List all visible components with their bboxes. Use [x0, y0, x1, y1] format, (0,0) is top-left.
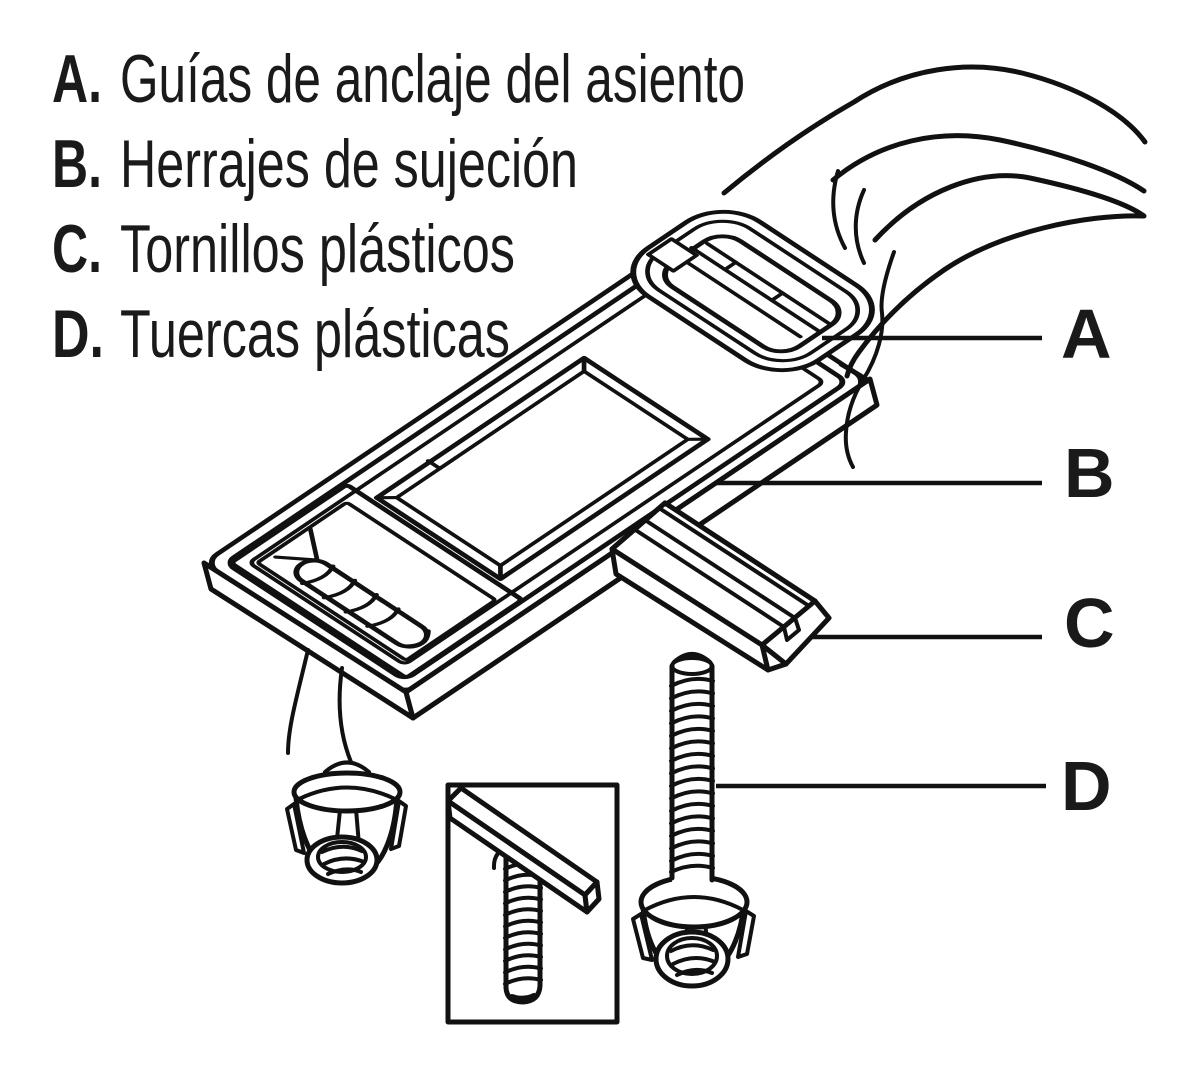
inset-detail-box	[445, 782, 620, 1025]
compartment-wall	[229, 483, 524, 679]
nut-right-flange	[638, 874, 750, 930]
callout-letter-a: A	[1061, 295, 1112, 373]
nut-left-flange-rim	[297, 785, 397, 801]
guide-rail-lines	[682, 242, 834, 339]
t-bolt	[445, 785, 602, 1005]
nut-right-bore-threads	[669, 943, 717, 977]
nut-left-dome	[323, 760, 371, 774]
legend-letter-a: A.	[52, 41, 102, 117]
legend-label-c: Tornillos plásticos	[120, 211, 515, 287]
plate-center-recess	[373, 355, 711, 581]
nut-right-wing-left	[631, 912, 654, 962]
nut-left-wing-right	[389, 799, 408, 851]
nut-right-wing-right	[736, 909, 756, 959]
legend-letter-b: B.	[52, 126, 102, 202]
guide-rail-tab	[645, 237, 699, 273]
callout-letter-d: D	[1061, 747, 1112, 825]
recess-floor	[394, 369, 691, 568]
hanging-bolt-line-left	[286, 648, 310, 755]
guide-rail-posts	[722, 260, 785, 302]
legend-letter-d: D.	[52, 296, 104, 372]
block-groove-lines	[632, 506, 811, 629]
tbolt-bar-end	[582, 879, 602, 915]
recess-depth-ticks	[374, 356, 711, 581]
nut-right-flange-rim	[643, 895, 745, 912]
seat-edge-mid	[830, 133, 1147, 194]
hanging-bolt-line-right	[337, 666, 353, 764]
seat-opening-edge	[844, 173, 1147, 379]
wing-nut-left	[285, 760, 408, 886]
seat-crease-3	[843, 250, 896, 469]
slide-block	[609, 500, 832, 673]
compartment-floor	[256, 501, 497, 661]
legend-label-b: Herrajes de sujeción	[120, 126, 578, 202]
nut-left-wing-left	[285, 802, 306, 855]
seat-crease-1	[831, 169, 847, 250]
legend: A. Guías de anclaje del asiento B. Herra…	[52, 41, 745, 372]
captive-bolt	[293, 558, 431, 649]
block-edges	[609, 500, 818, 673]
legend-letter-c: C.	[52, 211, 102, 287]
seat-edge-outer	[721, 64, 1148, 196]
legend-label-d: Tuercas plásticas	[120, 296, 510, 372]
legend-label-a: Guías de anclaje del asiento	[120, 41, 745, 117]
recess-outer	[373, 355, 711, 581]
callout-letter-c: C	[1064, 584, 1115, 662]
hinge-ring	[630, 209, 875, 373]
bolt-top-dome	[672, 652, 712, 664]
tbolt-shaft-outline	[503, 849, 543, 1005]
seat-crease-lines	[831, 169, 896, 469]
callout-letter-b: B	[1064, 434, 1115, 512]
wing-nut-right	[631, 874, 756, 989]
seat-crease-2	[853, 188, 866, 265]
plastic-bolt	[669, 652, 715, 883]
plate-end-compartment	[229, 483, 524, 679]
nut-left-bore-threads	[320, 844, 366, 876]
seat-outline	[721, 64, 1148, 379]
plate-floor-tab-mark	[425, 455, 459, 471]
anchor-guide-rail	[682, 242, 834, 339]
block-groove-notch	[782, 616, 801, 642]
callout-leaders: A B C D	[716, 295, 1115, 825]
nut-left-flange	[291, 770, 403, 814]
bolt-threads	[669, 676, 715, 874]
captive-bolt-threads	[300, 564, 431, 648]
